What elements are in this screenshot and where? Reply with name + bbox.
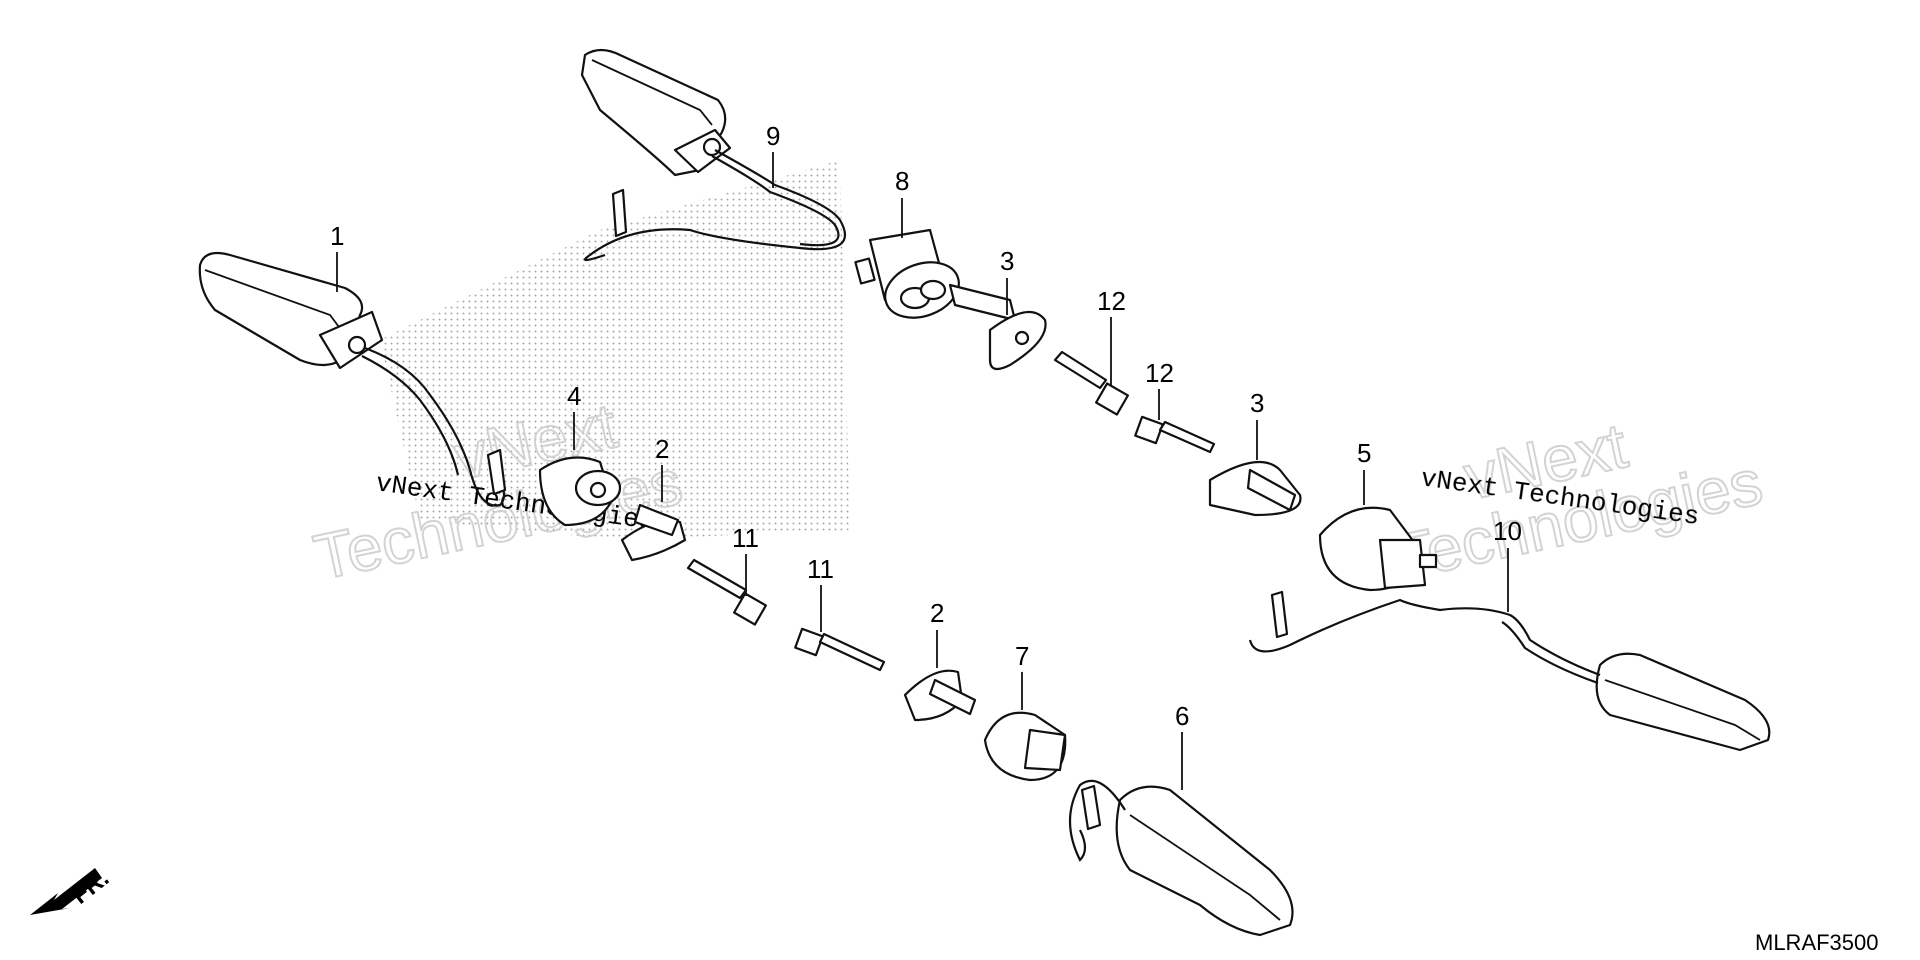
part-1-winker[interactable] xyxy=(198,251,507,507)
shading xyxy=(380,160,850,540)
part-5-socket[interactable] xyxy=(1318,506,1438,592)
front-label: FR. xyxy=(67,865,114,910)
part-2-collar-upper[interactable] xyxy=(620,503,687,562)
part-6-winker[interactable] xyxy=(1068,779,1294,937)
part-3-collar-upper[interactable] xyxy=(948,283,1047,371)
callout-3-upper: 3 xyxy=(1000,246,1014,276)
callout-10: 10 xyxy=(1493,516,1522,546)
part-7-socket[interactable] xyxy=(983,711,1067,782)
part-9-winker[interactable] xyxy=(580,48,846,262)
part-8-socket[interactable] xyxy=(854,228,966,327)
callout-5: 5 xyxy=(1357,438,1371,468)
front-direction-arrow-icon: FR. xyxy=(30,865,114,915)
callout-4: 4 xyxy=(567,381,581,411)
part-12-bolt-b[interactable] xyxy=(1134,415,1216,454)
part-12-bolt-a[interactable] xyxy=(1053,350,1129,416)
callout-6: 6 xyxy=(1175,701,1189,731)
callout-1: 1 xyxy=(330,221,344,251)
callout-2-upper: 2 xyxy=(655,434,669,464)
callout-11-lower: 11 xyxy=(807,554,834,584)
part-11-bolt-a[interactable] xyxy=(686,558,767,626)
callout-12-lower: 12 xyxy=(1145,358,1174,388)
part-11-bolt-b[interactable] xyxy=(794,627,886,672)
callout-12-upper: 12 xyxy=(1097,286,1126,316)
callout-7: 7 xyxy=(1015,641,1029,671)
callout-3-lower: 3 xyxy=(1250,388,1264,418)
part-4-socket[interactable] xyxy=(538,456,622,527)
part-2-collar-lower[interactable] xyxy=(903,669,977,722)
callout-11-upper: 11 xyxy=(732,523,759,553)
callouts: 1 2 2 3 3 4 5 6 7 8 9 10 11 11 12 12 xyxy=(330,121,1522,790)
callout-9: 9 xyxy=(766,121,780,151)
diagram-code: MLRAF3500 xyxy=(1755,930,1879,955)
part-10-winker[interactable] xyxy=(1248,590,1771,752)
callout-2-lower: 2 xyxy=(930,598,944,628)
part-3-collar-lower[interactable] xyxy=(1208,460,1302,517)
callout-8: 8 xyxy=(895,166,909,196)
